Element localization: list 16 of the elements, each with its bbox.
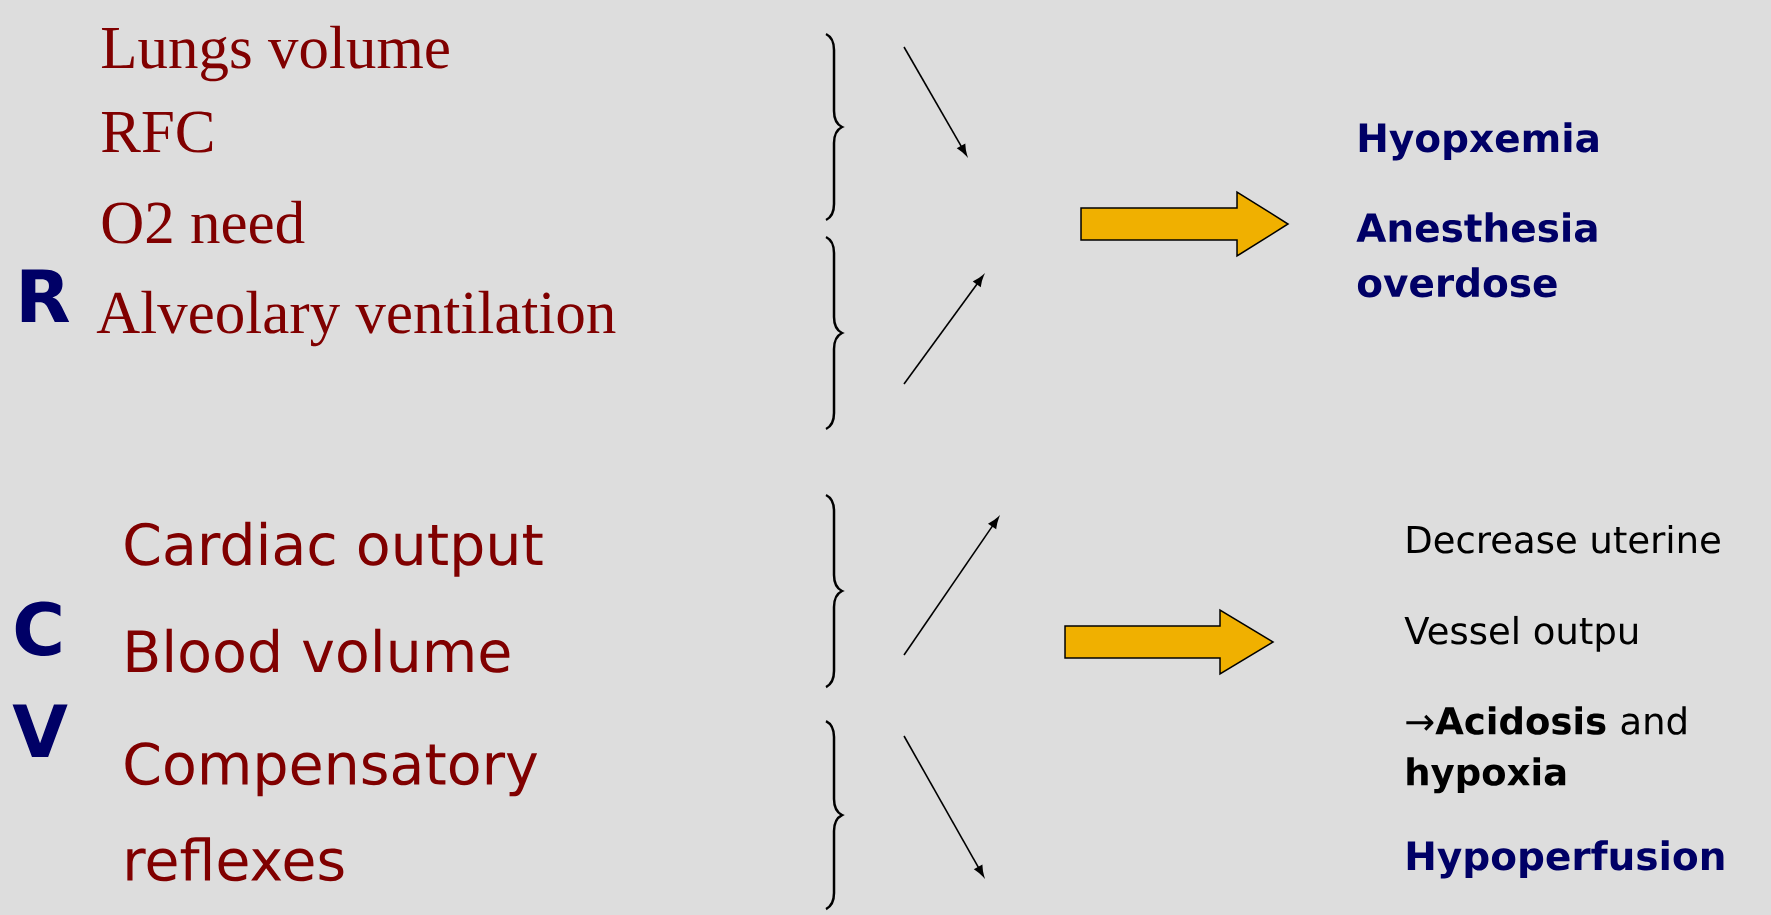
- category-letter: V: [12, 704, 68, 757]
- category-letter: C: [15, 601, 61, 657]
- factor-text: Alveolary ventilation: [96, 290, 616, 347]
- factor-text: Cardiac output: [125, 521, 543, 577]
- factor-text: RFC: [101, 111, 213, 153]
- factor-text: O2 need: [102, 200, 305, 244]
- factor-text: Compensatory reflexes: [125, 742, 538, 882]
- factor-text: Lungs volume: [101, 25, 449, 82]
- outcome-text: Decrease uterine: [1407, 524, 1720, 554]
- outcome-text: Vessel outpu: [1404, 615, 1637, 652]
- outcome-text: Hypoperfusion: [1407, 840, 1724, 879]
- outcome-text: Hyopxemia: [1359, 122, 1598, 161]
- outcome-text: Anesthesia overdose: [1356, 212, 1597, 298]
- outcome-text: →Acidosis and hypoxia: [1406, 706, 1686, 794]
- factor-text: Blood volume: [127, 628, 510, 673]
- category-letter: R: [21, 269, 70, 322]
